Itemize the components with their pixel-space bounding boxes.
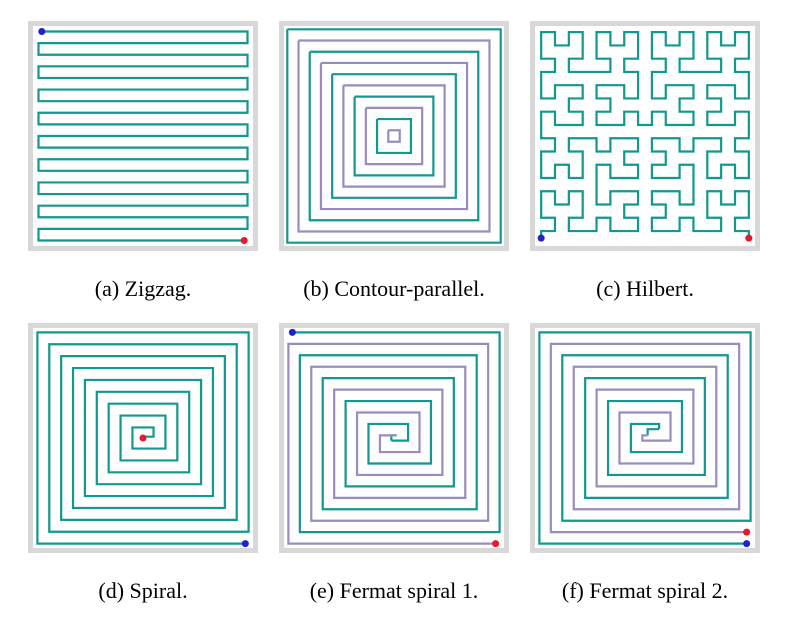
spiral-toolpath-drawing [36, 331, 250, 548]
subfigure-f: (f) Fermat spiral 2. [530, 323, 760, 604]
path-start-dot [288, 328, 296, 336]
panel-f-frame [530, 323, 760, 553]
path-end-dot [743, 528, 751, 536]
hilbert-toolpath-drawing [537, 31, 753, 242]
path-start-dot [537, 234, 545, 242]
path-end-dot [492, 540, 500, 548]
panel-e-frame [279, 323, 509, 553]
caption-c: (c) Hilbert. [596, 276, 694, 301]
panel-a-frame [28, 21, 258, 251]
path-start-dot [743, 540, 751, 548]
subfigure-c: (c) Hilbert. [530, 21, 760, 302]
figure-row-1: (a) Zigzag. (b) Contour-parallel. (c) Hi… [28, 21, 760, 302]
path-end-dot [745, 234, 753, 242]
subfigure-e: (e) Fermat spiral 1. [279, 323, 509, 604]
zigzag-toolpath-drawing [37, 27, 249, 245]
panel-c-frame [530, 21, 760, 251]
caption-a: (a) Zigzag. [94, 276, 192, 301]
panel-b-frame [279, 21, 509, 251]
caption-f: (f) Fermat spiral 2. [561, 578, 729, 603]
figure-row-2: (d) Spiral. (e) Fermat spiral 1. (f) Fer… [28, 323, 760, 604]
subfigure-d: (d) Spiral. [28, 323, 258, 604]
subfigure-b: (b) Contour-parallel. [279, 21, 509, 302]
path-start-dot [241, 540, 249, 548]
fermat-spiral-2-toolpath-drawing [538, 331, 752, 548]
path-end-dot [240, 236, 248, 245]
caption-d: (d) Spiral. [98, 578, 188, 603]
fermat-spiral-1-toolpath-drawing [287, 328, 501, 548]
panel-d-frame [28, 323, 258, 553]
caption-e: (e) Fermat spiral 1. [309, 578, 479, 603]
contour-parallel-toolpath-drawing [286, 28, 502, 244]
path-start-dot [38, 27, 46, 36]
subfigure-a: (a) Zigzag. [28, 21, 258, 302]
caption-b: (b) Contour-parallel. [303, 276, 485, 301]
path-end-dot [139, 434, 147, 442]
